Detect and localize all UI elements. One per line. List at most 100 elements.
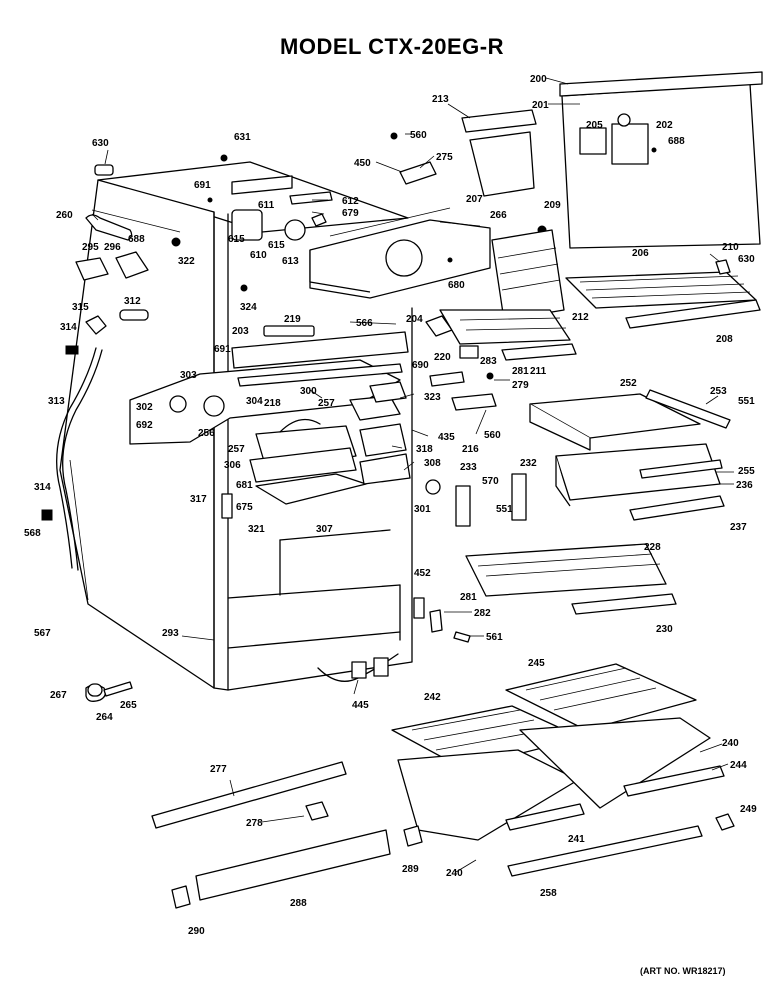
callout-213: 213	[432, 94, 449, 105]
callout-321: 321	[248, 524, 265, 535]
callout-691-top: 691	[194, 180, 211, 191]
callout-630-right: 630	[738, 254, 755, 265]
callout-315: 315	[72, 302, 89, 313]
callout-561: 561	[486, 632, 503, 643]
callout-245: 245	[528, 658, 545, 669]
callout-219: 219	[284, 314, 301, 325]
hinge-hardware	[413, 225, 547, 643]
art-number: (ART NO. WR18217)	[640, 966, 726, 976]
callout-289: 289	[402, 864, 419, 875]
callout-324: 324	[240, 302, 257, 313]
callout-313: 313	[48, 396, 65, 407]
callout-615-left: 615	[228, 234, 245, 245]
callout-279: 279	[512, 380, 529, 391]
callout-241: 241	[568, 834, 585, 845]
callout-281-a: 281	[512, 366, 529, 377]
callout-290: 290	[188, 926, 205, 937]
callout-236: 236	[736, 480, 753, 491]
freezer-shelf	[439, 229, 577, 361]
callout-293: 293	[162, 628, 179, 639]
callout-317: 317	[190, 494, 207, 505]
callout-681: 681	[236, 480, 253, 491]
wire-shelf-206	[565, 259, 761, 329]
callout-212: 212	[572, 312, 589, 323]
callout-551-mid: 551	[496, 504, 513, 515]
callout-690: 690	[412, 360, 429, 371]
callout-204: 204	[406, 314, 423, 325]
callout-691-mid: 691	[214, 344, 231, 355]
callout-265: 265	[120, 700, 137, 711]
callout-435: 435	[438, 432, 455, 443]
callout-220: 220	[434, 352, 451, 363]
wire-shelf-228	[465, 543, 677, 615]
callout-267: 267	[50, 690, 67, 701]
callout-445: 445	[352, 700, 369, 711]
callout-249: 249	[740, 804, 757, 815]
callout-296: 296	[104, 242, 121, 253]
callout-240-bottom: 240	[446, 868, 463, 879]
air-duct-parts	[221, 381, 441, 519]
door-bins	[390, 109, 537, 197]
callout-323: 323	[424, 392, 441, 403]
callout-258: 258	[540, 888, 557, 899]
callout-206: 206	[632, 248, 649, 259]
callout-216: 216	[462, 444, 479, 455]
callout-631: 631	[234, 132, 251, 143]
callout-232: 232	[520, 458, 537, 469]
callout-452: 452	[414, 568, 431, 579]
callout-210: 210	[722, 242, 739, 253]
callout-675: 675	[236, 502, 253, 513]
crisper-drawers	[391, 663, 735, 877]
callout-680: 680	[448, 280, 465, 291]
callout-209: 209	[544, 200, 561, 211]
callout-237: 237	[730, 522, 747, 533]
callout-615-right: 615	[268, 240, 285, 251]
callout-256: 256	[198, 428, 215, 439]
callout-202: 202	[656, 120, 673, 131]
callout-688-door: 688	[668, 136, 685, 147]
callout-692: 692	[136, 420, 153, 431]
callout-300: 300	[300, 386, 317, 397]
callout-308: 308	[424, 458, 441, 469]
callout-260: 260	[56, 210, 73, 221]
callout-207: 207	[466, 194, 483, 205]
leader-lines	[91, 77, 734, 873]
callout-612: 612	[342, 196, 359, 207]
callout-295: 295	[82, 242, 99, 253]
callout-301: 301	[414, 504, 431, 515]
callout-450: 450	[354, 158, 371, 169]
callout-264: 264	[96, 712, 113, 723]
callout-201: 201	[532, 100, 549, 111]
callout-322: 322	[178, 256, 195, 267]
callout-318: 318	[416, 444, 433, 455]
base-rails	[87, 683, 423, 909]
callout-306: 306	[224, 460, 241, 471]
callout-257-b: 257	[228, 444, 245, 455]
callout-208: 208	[716, 334, 733, 345]
callout-205: 205	[586, 120, 603, 131]
callout-679: 679	[342, 208, 359, 219]
callout-304: 304	[246, 396, 263, 407]
ice-maker-assembly	[309, 207, 491, 299]
callout-288: 288	[290, 898, 307, 909]
callout-257-a: 257	[318, 398, 335, 409]
callout-560-top: 560	[410, 130, 427, 141]
callout-244: 244	[730, 760, 747, 771]
callout-613: 613	[282, 256, 299, 267]
callout-283: 283	[480, 356, 497, 367]
callout-560-mid: 560	[484, 430, 501, 441]
callout-566: 566	[356, 318, 373, 329]
callout-255: 255	[738, 466, 755, 477]
callout-307: 307	[316, 524, 333, 535]
callout-203: 203	[232, 326, 249, 337]
callout-252: 252	[620, 378, 637, 389]
callout-314-top: 314	[60, 322, 77, 333]
callout-610: 610	[250, 250, 267, 261]
callout-labels: 200 201 202 203 204 205 206 207 208 209 …	[24, 74, 757, 937]
callout-303: 303	[180, 370, 197, 381]
callout-282: 282	[474, 608, 491, 619]
freezer-door	[559, 71, 763, 249]
callout-278: 278	[246, 818, 263, 829]
callout-218: 218	[264, 398, 281, 409]
